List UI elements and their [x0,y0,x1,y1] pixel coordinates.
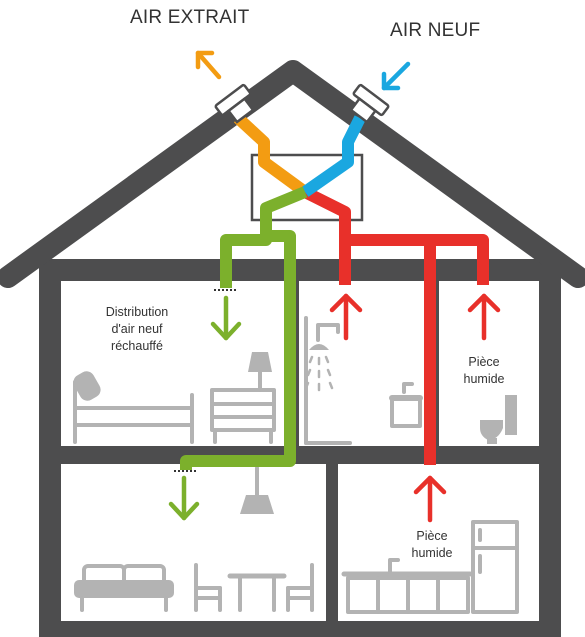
intake-vent-cap [349,83,390,124]
kitchen-icon [341,520,519,614]
extract-arrow-kitchen-icon [413,475,447,523]
supply-arrow-bedroom-icon [210,295,242,341]
fresh-air-duct [301,115,366,197]
dining-set-icon [194,563,314,612]
exhaust-vent-cap [214,83,255,124]
distribution-label-line3: réchauffé [111,339,163,353]
extract-arrow-wc-icon [467,293,501,341]
wet-room-bath-line1: Pièce [468,355,499,369]
ceiling-lamp-icon [240,466,274,514]
roof [0,60,585,288]
warmed-air-duct-down [180,230,296,470]
supply-arrow-living-icon [168,475,200,521]
shower-icon [304,316,352,445]
wet-room-kitchen-line1: Pièce [416,529,447,543]
distribution-label: Distribution d'air neuf réchauffé [106,305,169,353]
intake-arrow-icon [381,61,411,91]
furniture [73,316,519,614]
wet-room-bath-line2: humide [464,372,505,386]
dresser-icon [210,388,276,444]
wet-room-kitchen-label: Pièce humide [412,529,453,560]
flow-arrows [168,50,501,523]
diffusers [174,289,238,472]
distribution-label-line1: Distribution [106,305,169,319]
wet-room-bath-label: Pièce humide [464,355,505,386]
exhaust-air-duct [233,113,309,197]
bed-icon [73,371,194,444]
toilet-icon [480,395,517,444]
lamp-icon [248,352,272,392]
distribution-label-line2: d'air neuf [111,322,163,336]
air-extract-label: AIR EXTRAIT [130,7,250,28]
roof-vents [214,83,390,124]
vanity-icon [389,382,423,428]
extract-arrow-bathroom-icon [329,293,363,341]
exhaust-arrow-icon [195,50,222,80]
sofa-icon [74,564,174,612]
wet-room-kitchen-line2: humide [412,546,453,560]
ducts [180,113,489,470]
air-fresh-label: AIR NEUF [390,20,480,41]
